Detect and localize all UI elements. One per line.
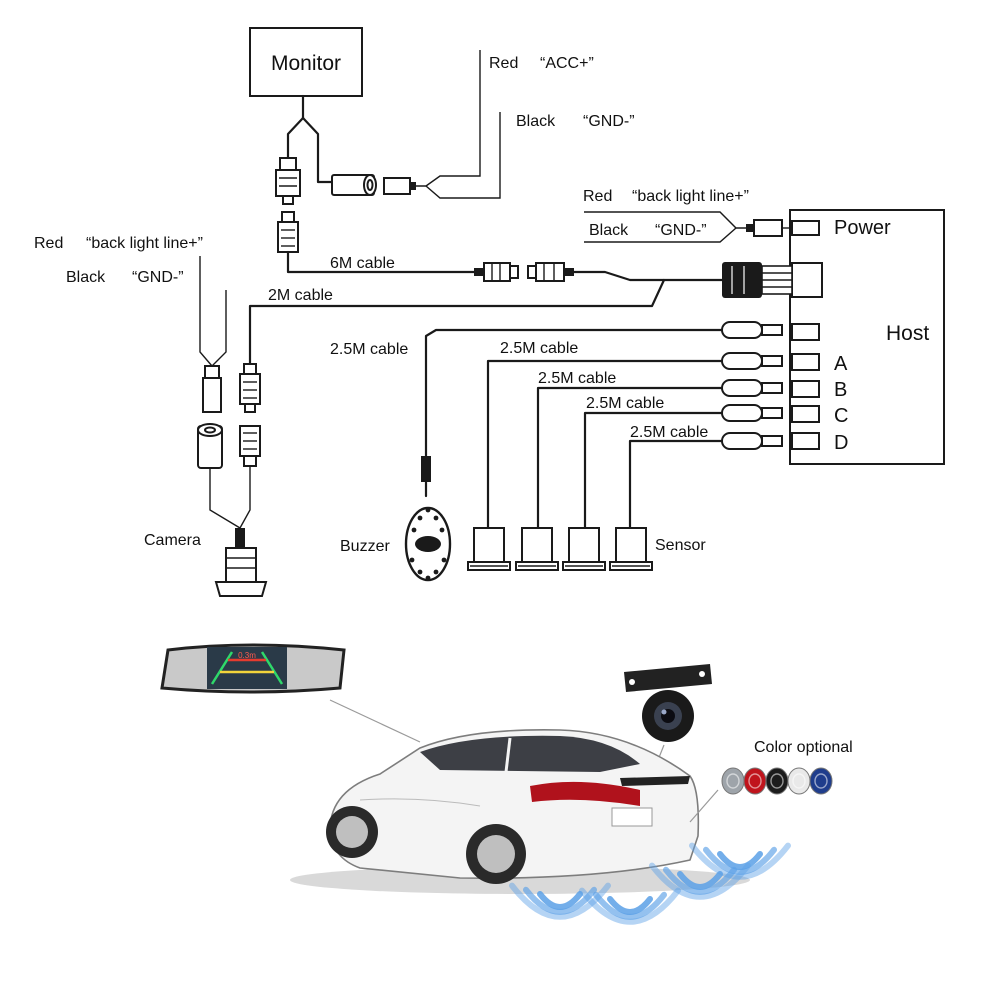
sensor-a-cable-label: 2.5M cable xyxy=(500,340,578,357)
monitor-label: Monitor xyxy=(271,52,341,75)
sensor-wave-arc xyxy=(689,842,791,880)
sensor-color-swatch xyxy=(743,767,767,795)
buzzer-label: Buzzer xyxy=(340,538,390,555)
host-red-color: Red xyxy=(583,188,612,205)
mirror-screen xyxy=(207,647,287,689)
sensor-unit-d xyxy=(609,527,653,571)
sensor-wave-arc xyxy=(607,896,653,915)
camera-video-connector xyxy=(239,425,261,467)
camera-unit: Camera xyxy=(144,423,268,597)
monitor-video-connector xyxy=(275,157,301,205)
sensor-unit-a xyxy=(467,527,511,571)
car-taillight xyxy=(530,781,640,806)
sensor-color-swatch xyxy=(787,767,811,795)
camera-power-labels: Red “back light line+” Black “GND-” xyxy=(34,235,203,286)
sensor-label: Sensor xyxy=(655,537,706,554)
two-m-cable-label: 2M cable xyxy=(268,287,333,304)
sensor-c-cable-label: 2.5M cable xyxy=(586,395,664,412)
host-port-a-label: A xyxy=(834,353,848,375)
host-port-power-label: Power xyxy=(834,217,891,239)
sensor-wave-arc xyxy=(593,891,667,920)
sensor-wave-arc xyxy=(537,891,583,910)
sensor-unit-b xyxy=(515,527,559,571)
sensor-wave-arc xyxy=(677,871,723,890)
sensor-a-lead: 2.5M cable xyxy=(486,340,783,530)
monitor-unit: Monitor Red “ACC+” Black “GND- xyxy=(249,27,635,205)
host-video-plug xyxy=(722,262,793,298)
backup-camera xyxy=(624,664,712,742)
mirror-screen-text: 0.3m xyxy=(238,651,256,660)
host-black-color: Black xyxy=(589,222,629,239)
color-optional-label: Color optional xyxy=(754,739,853,756)
monitor-black-color: Black xyxy=(516,113,556,130)
monitor-red-color: Red xyxy=(489,55,518,72)
two-m-cable: 2M cable xyxy=(248,278,666,366)
host-port-d xyxy=(791,432,820,450)
sensor-b-lead: 2.5M cable xyxy=(536,370,783,530)
camera-black-color: Black xyxy=(66,269,106,286)
host-buzzer-port xyxy=(791,323,820,341)
monitor-box xyxy=(249,27,363,97)
sensor-wave-arc xyxy=(663,866,737,895)
sensor-d-cable-label: 2.5M cable xyxy=(630,424,708,441)
host-port-c xyxy=(791,405,820,423)
host-port-b-label: B xyxy=(834,379,847,401)
host-black-text: “GND-” xyxy=(655,222,707,239)
six-m-cable-label: 6M cable xyxy=(330,255,395,272)
host-port-a xyxy=(791,353,820,371)
car-spoiler xyxy=(620,776,690,786)
host-unit: Host Power A B C D xyxy=(789,209,945,465)
two-m-camera-connector xyxy=(239,363,261,413)
sensor-b-cable-label: 2.5M cable xyxy=(538,370,616,387)
six-m-inline-coupler xyxy=(474,262,574,282)
buzzer-unit: Buzzer xyxy=(340,456,452,582)
sensor-wave-arc xyxy=(579,887,681,925)
camera-power-lead xyxy=(199,256,227,413)
host-port-c-label: C xyxy=(834,405,848,427)
sensor-c-lead: 2.5M cable xyxy=(583,395,783,530)
sensor-unit-c xyxy=(562,527,606,571)
sensor-color-swatch xyxy=(765,767,789,795)
sensor-pointer-line xyxy=(689,789,719,823)
car-windows xyxy=(420,735,640,772)
host-power-port xyxy=(791,220,820,236)
host-port-b xyxy=(791,380,820,398)
monitor-black-text: “GND-” xyxy=(583,113,635,130)
camera-black-text: “GND-” xyxy=(132,269,184,286)
buzzer-cable-label: 2.5M cable xyxy=(330,341,408,358)
monitor-power-barrel xyxy=(331,174,377,196)
host-port-d-label: D xyxy=(834,432,848,454)
host-label: Host xyxy=(886,322,929,345)
sensor-waves xyxy=(509,842,791,925)
host-video-port xyxy=(791,262,823,298)
camera-red-color: Red xyxy=(34,235,63,252)
sensor-wave-arc xyxy=(649,862,751,900)
mirror-monitor: 0.3m xyxy=(160,643,346,694)
car-illustration xyxy=(290,729,750,894)
sensor-color-swatch xyxy=(721,767,745,795)
sensor-d-lead: 2.5M cable xyxy=(628,424,783,530)
camera-label: Camera xyxy=(144,532,201,549)
six-m-female-connector xyxy=(277,211,299,253)
sensor-color-swatch xyxy=(809,767,833,795)
mirror-pointer-line xyxy=(329,699,421,743)
buzzer-lead: 2.5M cable xyxy=(330,321,783,458)
sensor-color-swatches xyxy=(721,767,833,795)
host-power-lead: Red “back light line+” Black “GND-” xyxy=(583,188,792,243)
host-red-text: “back light line+” xyxy=(632,188,749,205)
sensor-wave-arc xyxy=(717,851,763,870)
sensor-wave-arc xyxy=(703,846,777,875)
monitor-red-text: “ACC+” xyxy=(540,55,594,72)
six-m-cable: 6M cable xyxy=(277,211,724,282)
camera-red-text: “back light line+” xyxy=(86,235,203,252)
sensor-wave-arc xyxy=(523,886,597,915)
monitor-power-socket xyxy=(383,50,501,199)
